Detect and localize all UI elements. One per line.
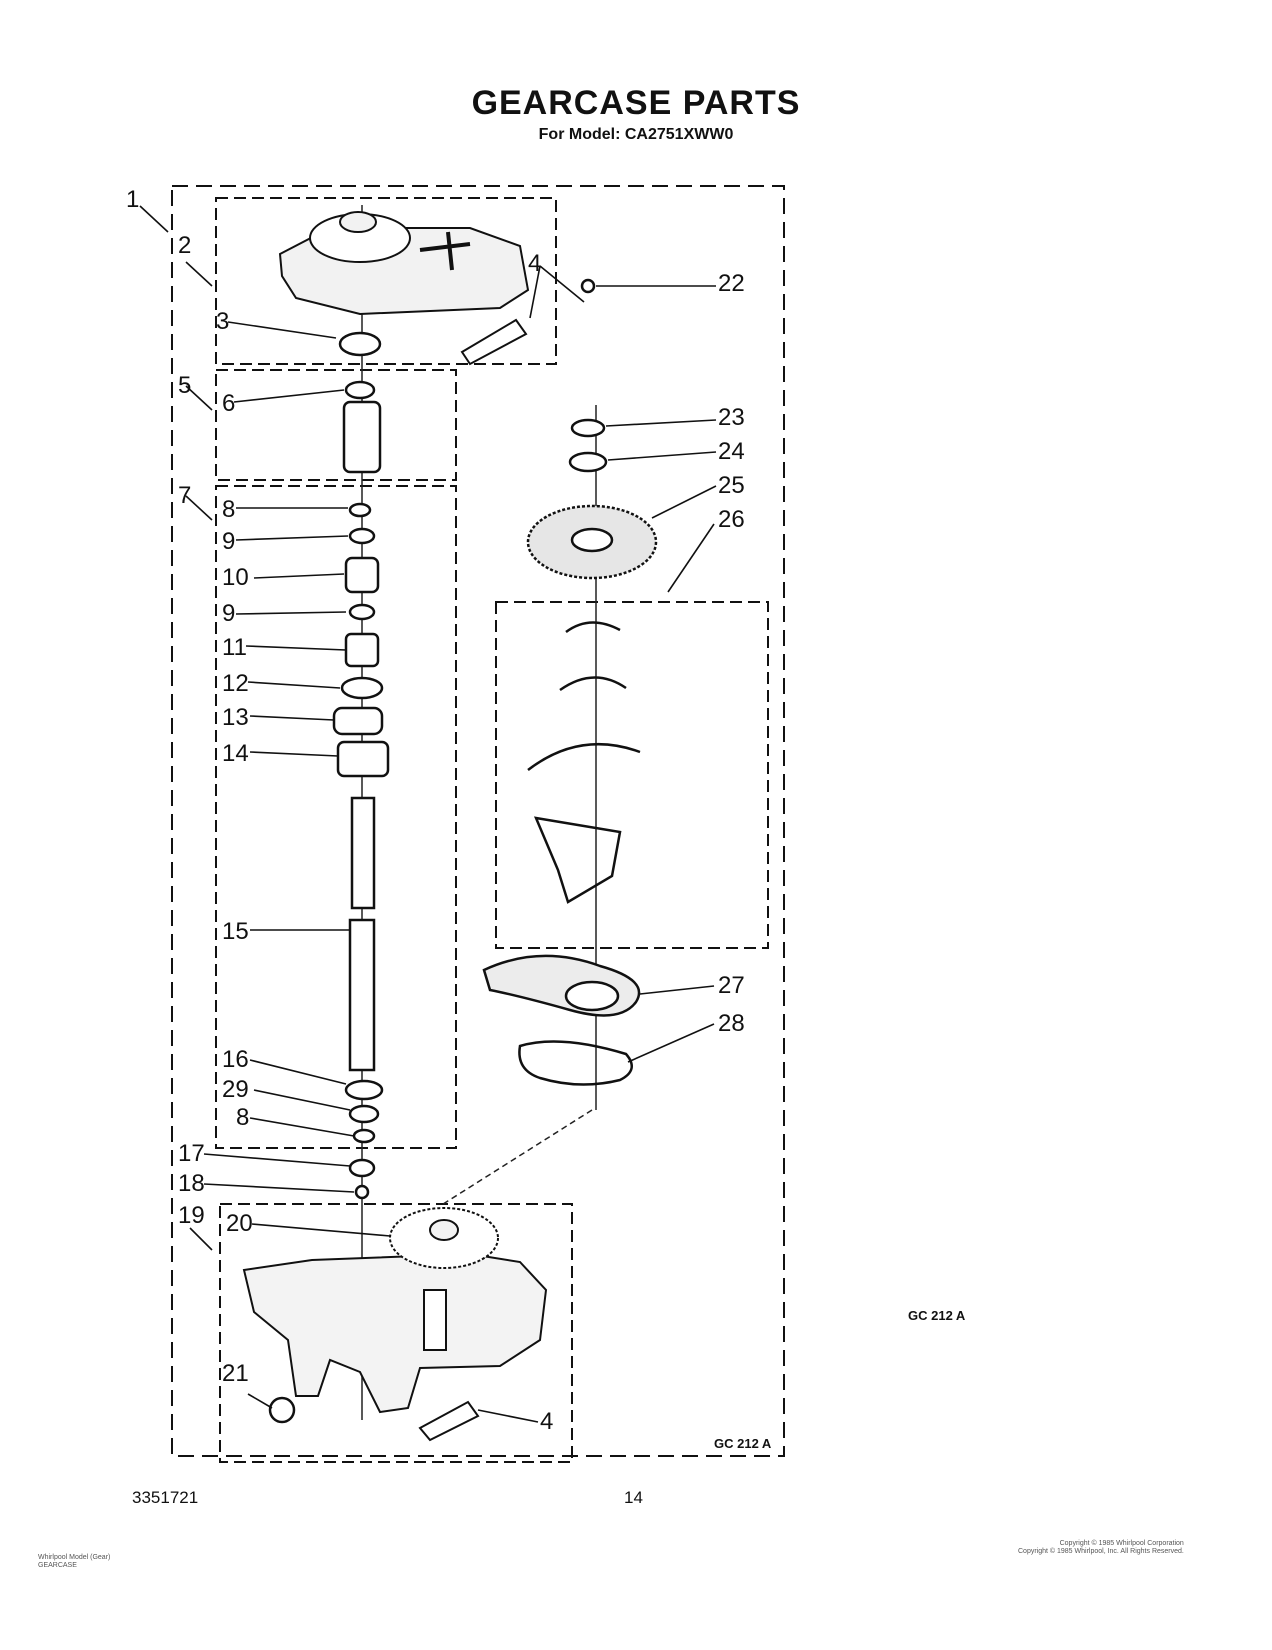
callout-27: 27 xyxy=(718,972,745,999)
washer-16 xyxy=(344,1079,384,1101)
model-subtitle: For Model: CA2751XWW0 xyxy=(538,126,734,143)
callout-21: 21 xyxy=(222,1360,249,1387)
callout-19: 19 xyxy=(178,1202,205,1229)
washer-17 xyxy=(348,1158,376,1178)
ring-12 xyxy=(340,676,384,700)
callout-28: 28 xyxy=(718,1010,745,1037)
washer-6 xyxy=(344,380,376,400)
washer-24 xyxy=(568,451,608,473)
callout-20: 20 xyxy=(226,1210,253,1237)
gearcase-cover xyxy=(278,211,530,316)
ring-8b xyxy=(352,1128,376,1144)
plate-27 xyxy=(482,954,641,1017)
gearcase-base xyxy=(242,318,548,1442)
callout-3: 3 xyxy=(216,308,230,335)
fine-print-left: Whirlpool Model (Gear) GEARCASE xyxy=(38,1554,111,1570)
callout-6: 6 xyxy=(222,390,236,417)
assembly-7-box xyxy=(215,485,457,1149)
callout-24: 24 xyxy=(718,438,745,465)
callout-4-bottom: 4 xyxy=(540,1408,554,1435)
clutch-26-parts xyxy=(527,621,641,904)
callout-10: 10 xyxy=(222,564,249,591)
callout-2: 2 xyxy=(178,232,192,259)
callout-17: 17 xyxy=(178,1140,205,1167)
gear-11 xyxy=(344,632,380,668)
callout-11: 11 xyxy=(222,634,247,661)
callout-16: 16 xyxy=(222,1046,249,1073)
callout-25: 25 xyxy=(718,472,745,499)
pinion-5 xyxy=(342,400,382,474)
ring-23 xyxy=(570,418,606,438)
ring-8a xyxy=(348,502,372,518)
callout-9-top: 9 xyxy=(222,528,236,555)
shaft-15-upper xyxy=(350,796,376,910)
ring-21 xyxy=(268,1396,296,1424)
part-number: 3351721 xyxy=(132,1488,199,1507)
shaft-15-lower xyxy=(348,918,376,1072)
page-number: 14 xyxy=(624,1488,643,1507)
callout-22: 22 xyxy=(718,270,745,297)
callout-23: 23 xyxy=(718,404,745,431)
callout-12: 12 xyxy=(222,670,249,697)
callout-13: 13 xyxy=(222,704,249,731)
callout-1: 1 xyxy=(126,186,140,213)
grease-tube-4-upper xyxy=(460,318,528,366)
callout-14: 14 xyxy=(222,740,249,767)
callout-29: 29 xyxy=(222,1076,249,1103)
cam-13 xyxy=(332,706,384,736)
callout-15: 15 xyxy=(222,918,249,945)
callout-8-bottom: 8 xyxy=(236,1104,250,1131)
assembly-2-box xyxy=(215,197,557,365)
figure-code-inside: GC 212 A xyxy=(714,1436,772,1451)
callout-7: 7 xyxy=(178,482,192,509)
callout-26: 26 xyxy=(718,506,745,533)
ball-18 xyxy=(354,1184,370,1200)
part-14 xyxy=(336,740,390,778)
page-title: GEARCASE PARTS xyxy=(471,84,801,122)
callout-5: 5 xyxy=(178,372,192,399)
fine-print-right: Copyright © 1985 Whirlpool Corporation C… xyxy=(1018,1540,1184,1556)
washer-9b xyxy=(348,603,376,621)
figure-code-outside: GC 212 A xyxy=(908,1308,966,1323)
assembly-26-box xyxy=(495,601,769,949)
assembly-19-box xyxy=(219,1203,573,1463)
bearing-3 xyxy=(338,331,382,357)
callout-8-top: 8 xyxy=(222,496,236,523)
spring-10 xyxy=(344,556,380,594)
callout-4-top: 4 xyxy=(528,250,542,277)
assembly-5-box xyxy=(215,369,457,481)
screw-22 xyxy=(580,278,596,294)
callout-18: 18 xyxy=(178,1170,205,1197)
assembly-1-box xyxy=(171,185,785,1457)
washer-9a xyxy=(348,527,376,545)
washer-29 xyxy=(348,1104,380,1124)
grease-tube-4-lower xyxy=(418,1400,480,1442)
plate-28 xyxy=(518,1040,633,1086)
callout-9-bottom: 9 xyxy=(222,600,236,627)
